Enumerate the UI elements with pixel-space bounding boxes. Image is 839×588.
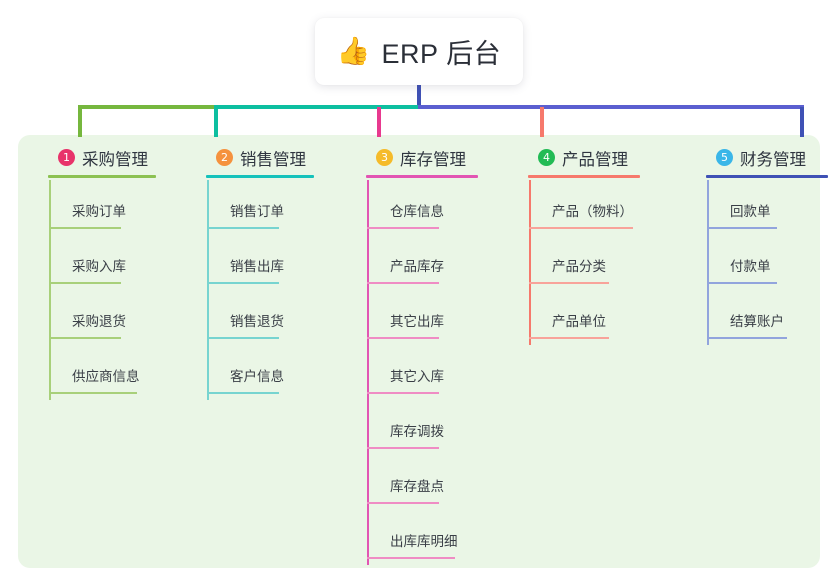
- title-stem-connector: [417, 85, 421, 107]
- list-item[interactable]: 采购订单: [72, 204, 126, 219]
- list-item-underline: [49, 392, 137, 394]
- column-header-underline: [48, 175, 156, 178]
- column-header-label: 财务管理: [740, 150, 806, 169]
- list-item-underline: [707, 227, 777, 229]
- list-item-underline: [207, 337, 279, 339]
- column-5: 5 财务管理回款单付款单结算账户: [698, 135, 828, 345]
- list-item[interactable]: 库存调拨: [390, 424, 444, 439]
- list-item-underline: [367, 502, 439, 504]
- column-items-4: 产品（物料） 产品分类产品单位: [520, 180, 633, 345]
- list-item-underline: [49, 282, 121, 284]
- list-item[interactable]: 采购退货: [72, 314, 126, 329]
- list-item-underline: [707, 282, 777, 284]
- column-number-badge: 3: [376, 149, 393, 166]
- column-1: 1 采购管理采购订单采购入库采购退货供应商信息: [40, 135, 156, 400]
- column-header-label: 库存管理: [400, 150, 466, 169]
- list-item-underline: [529, 282, 609, 284]
- connector-drop-4: [540, 107, 544, 137]
- content-panel: [18, 135, 820, 568]
- column-items-1: 采购订单采购入库采购退货供应商信息: [40, 180, 148, 400]
- column-spine: [207, 180, 209, 400]
- list-item-underline: [367, 227, 439, 229]
- connector-drop-5: [800, 107, 804, 137]
- column-4: 4 产品管理产品（物料） 产品分类产品单位: [520, 135, 640, 345]
- list-item-underline: [367, 392, 439, 394]
- column-header-underline: [706, 175, 828, 178]
- root-title-inner: 👍 ERP 后台: [337, 32, 501, 71]
- list-item[interactable]: 供应商信息: [72, 369, 140, 384]
- column-header-5[interactable]: 5 财务管理: [698, 135, 828, 180]
- column-spine: [367, 180, 369, 565]
- columns-container: 1 采购管理采购订单采购入库采购退货供应商信息 2 销售管理销售订单销售出库销售退货客…: [18, 135, 828, 568]
- column-spine: [49, 180, 51, 400]
- list-item[interactable]: 结算账户: [730, 314, 784, 329]
- column-number-badge: 1: [58, 149, 75, 166]
- list-item-underline: [529, 227, 633, 229]
- column-header-4[interactable]: 4 产品管理: [520, 135, 640, 180]
- column-number-badge: 4: [538, 149, 555, 166]
- list-item[interactable]: 产品单位: [552, 314, 606, 329]
- list-item-underline: [707, 337, 787, 339]
- list-item[interactable]: 产品分类: [552, 259, 606, 274]
- column-spine: [529, 180, 531, 345]
- column-number-badge: 2: [216, 149, 233, 166]
- list-item[interactable]: 其它出库: [390, 314, 444, 329]
- list-item[interactable]: 销售订单: [230, 204, 284, 219]
- connector-bar-segment-2: [214, 105, 418, 109]
- root-title-card[interactable]: 👍 ERP 后台: [315, 18, 523, 85]
- column-2: 2 销售管理销售订单销售出库销售退货客户信息: [198, 135, 314, 400]
- column-items-5: 回款单付款单结算账户: [698, 180, 806, 345]
- column-number-badge: 5: [716, 149, 733, 166]
- list-item[interactable]: 客户信息: [230, 369, 284, 384]
- column-header-2[interactable]: 2 销售管理: [198, 135, 314, 180]
- list-item-underline: [207, 392, 279, 394]
- list-item[interactable]: 回款单: [730, 204, 771, 219]
- column-spine: [707, 180, 709, 345]
- list-item-underline: [49, 227, 121, 229]
- connector-drop-3: [377, 107, 381, 137]
- column-header-3[interactable]: 3 库存管理: [358, 135, 478, 180]
- list-item-underline: [49, 337, 121, 339]
- list-item-underline: [367, 447, 439, 449]
- list-item-underline: [207, 282, 279, 284]
- list-item[interactable]: 仓库信息: [390, 204, 444, 219]
- list-item-underline: [367, 337, 439, 339]
- column-header-underline: [528, 175, 640, 178]
- list-item-underline: [367, 282, 439, 284]
- connector-bar-segment-3: [418, 105, 804, 109]
- list-item-underline: [529, 337, 609, 339]
- column-3: 3 库存管理仓库信息产品库存其它出库其它入库库存调拨库存盘点出库库明细: [358, 135, 478, 565]
- connector-drop-1: [78, 107, 82, 137]
- list-item[interactable]: 销售退货: [230, 314, 284, 329]
- column-header-1[interactable]: 1 采购管理: [40, 135, 156, 180]
- thumbs-up-icon: 👍: [336, 36, 371, 66]
- column-header-underline: [206, 175, 314, 178]
- list-item[interactable]: 采购入库: [72, 259, 126, 274]
- page-title: ERP 后台: [381, 39, 502, 69]
- column-header-label: 产品管理: [562, 150, 628, 169]
- list-item[interactable]: 出库库明细: [390, 534, 458, 549]
- list-item[interactable]: 销售出库: [230, 259, 284, 274]
- column-header-underline: [366, 175, 478, 178]
- list-item[interactable]: 其它入库: [390, 369, 444, 384]
- list-item-underline: [207, 227, 279, 229]
- list-item[interactable]: 库存盘点: [390, 479, 444, 494]
- connector-bar-segment-1: [78, 105, 214, 109]
- column-items-3: 仓库信息产品库存其它出库其它入库库存调拨库存盘点出库库明细: [358, 180, 466, 565]
- column-header-label: 销售管理: [240, 150, 306, 169]
- list-item[interactable]: 产品库存: [390, 259, 444, 274]
- column-header-label: 采购管理: [82, 150, 148, 169]
- list-item-underline: [367, 557, 455, 559]
- list-item[interactable]: 产品（物料）: [552, 204, 633, 219]
- connector-drop-2: [214, 107, 218, 137]
- list-item[interactable]: 付款单: [730, 259, 771, 274]
- column-items-2: 销售订单销售出库销售退货客户信息: [198, 180, 306, 400]
